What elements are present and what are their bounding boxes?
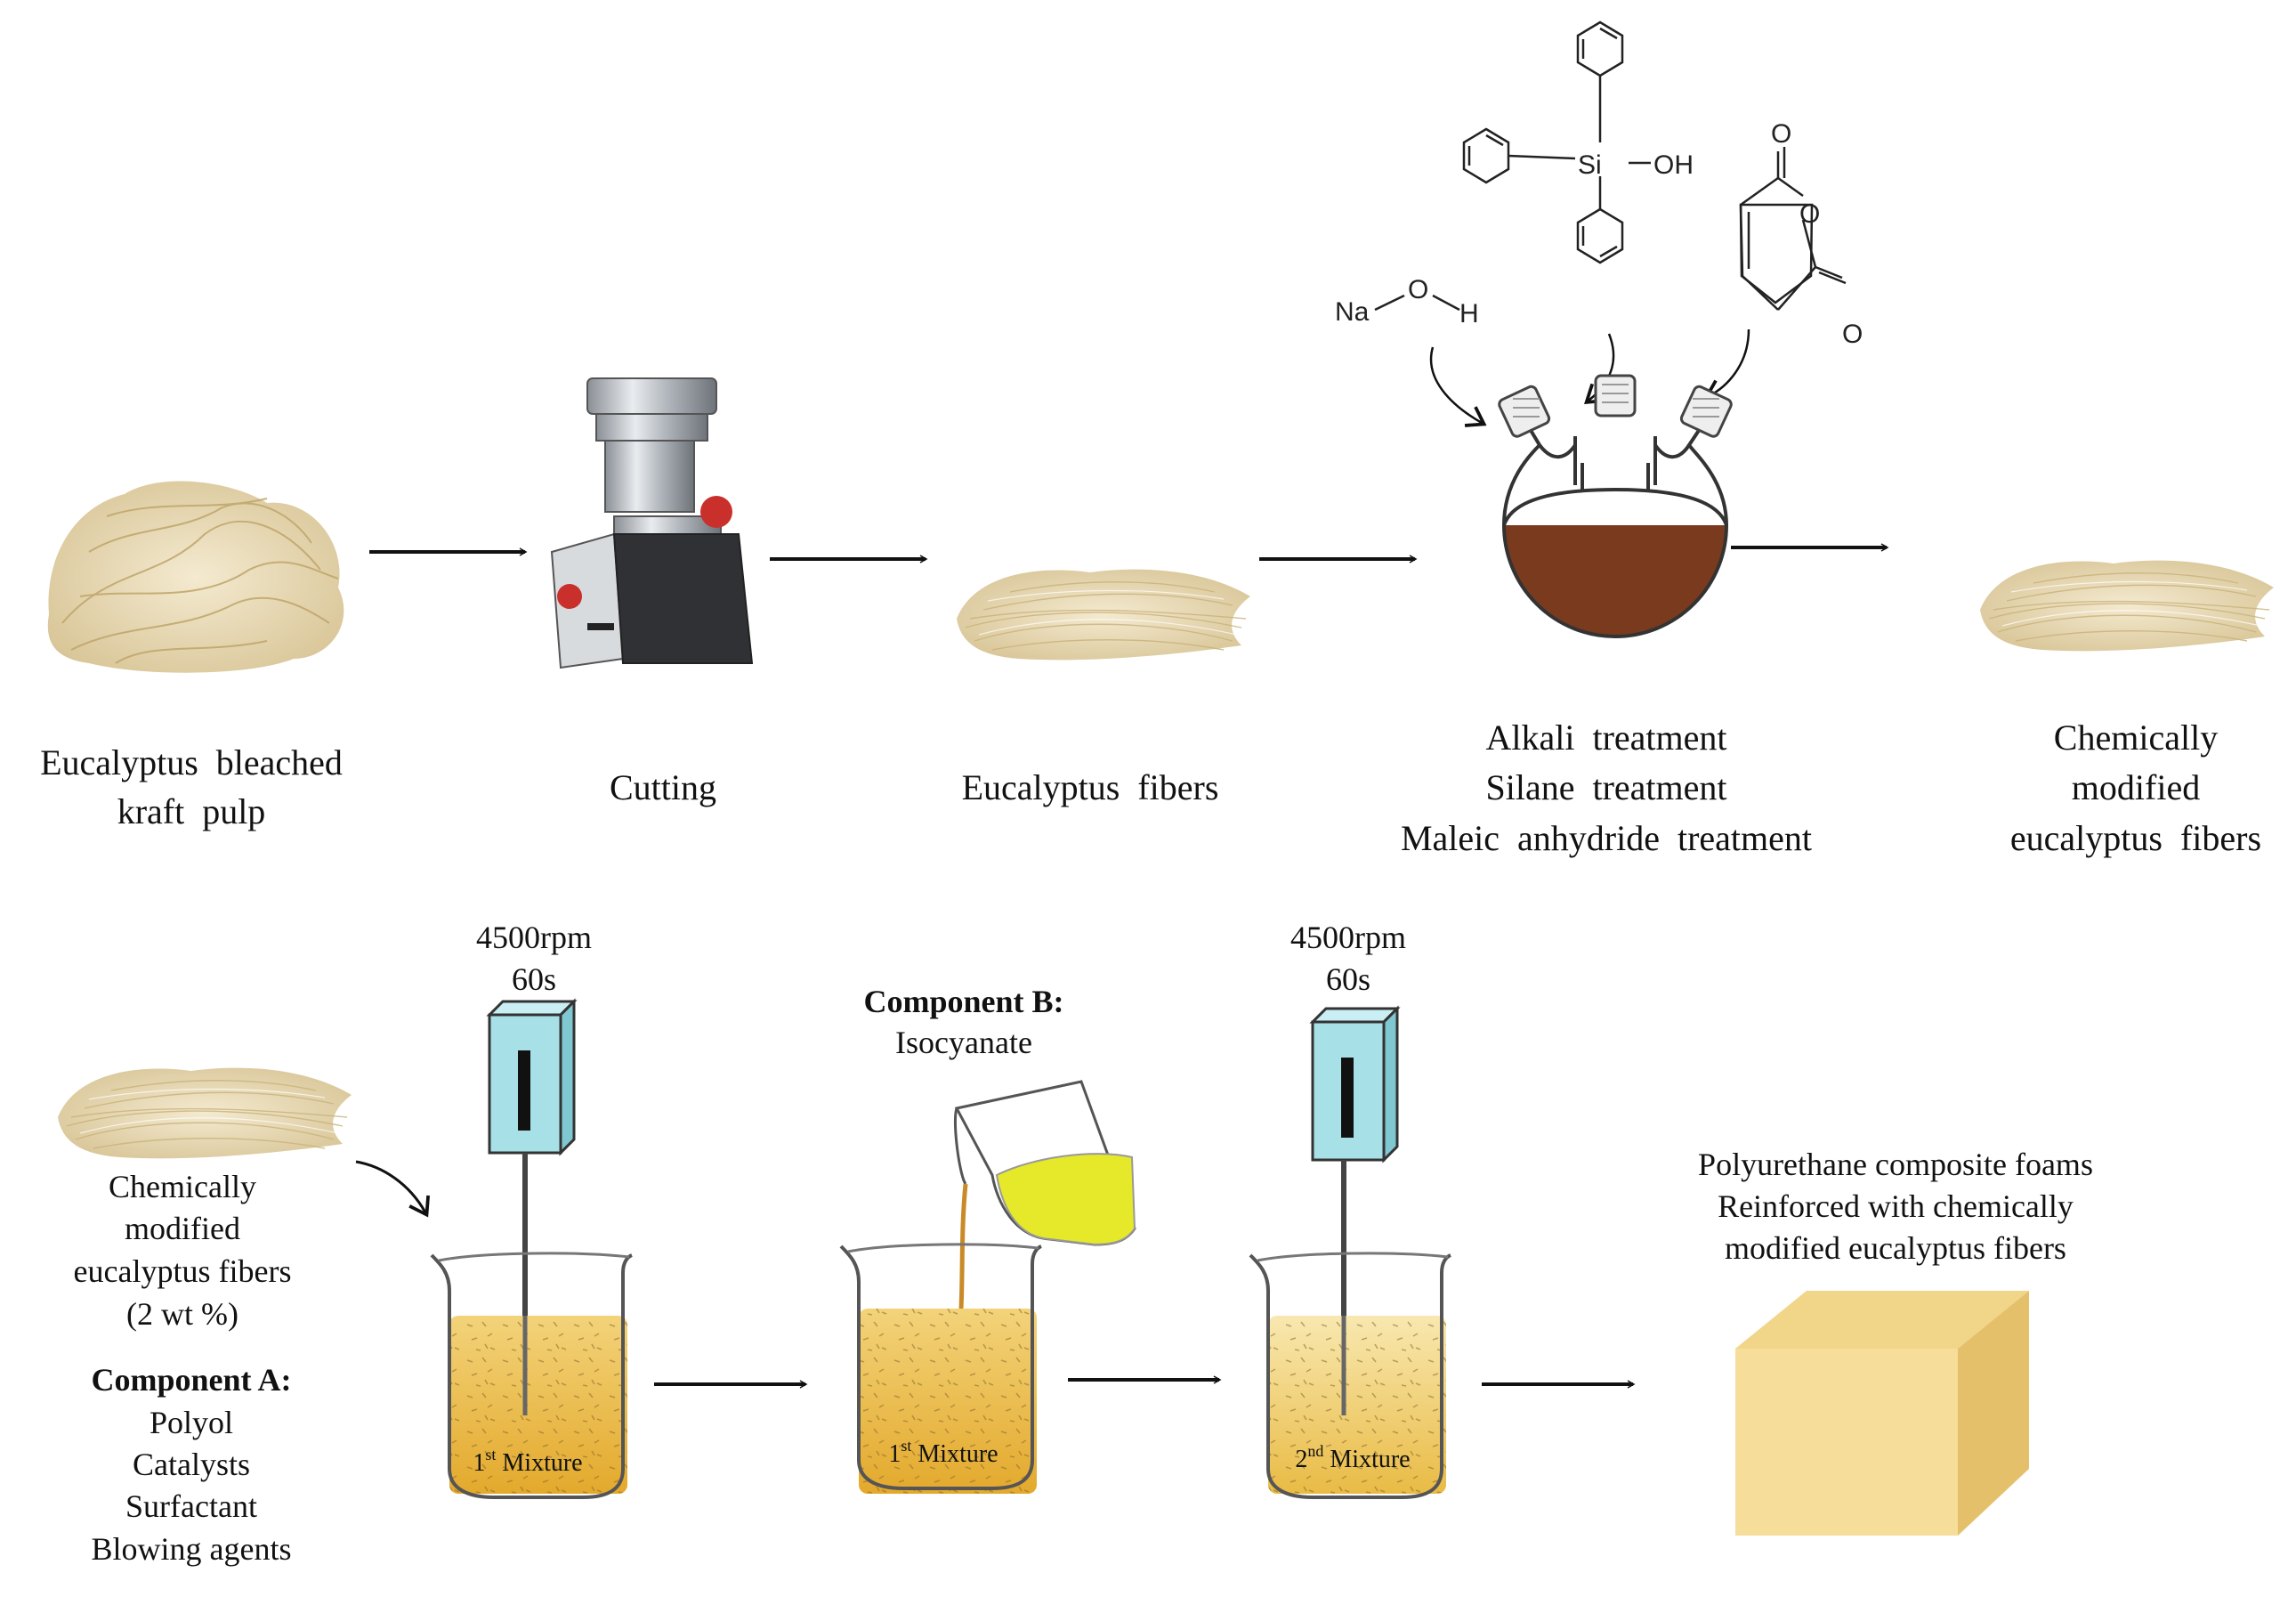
component-a-item-2: Catalysts [133,1447,250,1482]
mixer2-speed: 4500rpm [1290,920,1406,955]
beaker3-label-text: Mixture [1323,1446,1410,1473]
maleic-o-top: O [1771,119,1791,149]
arrow-maleic-to-flask [1703,328,1750,401]
beaker3-label-num: 2 [1295,1446,1307,1473]
beaker3-label-sup: nd [1307,1442,1323,1460]
product-label-line1: Polyurethane composite foams [1698,1147,2093,1182]
step-label-fibers: Eucalyptus fibers [962,767,1219,807]
beaker2-label-num: 1 [888,1440,901,1468]
eucalyptus-pulp-image [47,481,344,673]
triphenylsilanol-structure [1462,20,1651,264]
beaker1-label-num: 1 [473,1449,485,1477]
beaker2-label-text: Mixture [911,1440,998,1468]
eucalyptus-fibers-image [956,568,1251,661]
step-label-modified-line1: Chemically [2054,717,2218,758]
step-label-pulp-line2: kraft pulp [117,791,266,831]
foam-block-image [1735,1291,2029,1536]
silane-si: Si [1578,150,1602,180]
beaker2-label: 1st Mixture [888,1437,998,1468]
beaker1-label-text: Mixture [496,1449,582,1477]
naoh-structure: Na O H [1335,275,1479,328]
naoh-na: Na [1335,297,1370,327]
step-label-cutting: Cutting [610,767,716,807]
product-label-line3: modified eucalyptus fibers [1725,1230,2066,1266]
beaker3-image [1249,1251,1452,1499]
mixer1-speed: 4500rpm [476,920,592,955]
mixer2-time: 60s [1326,961,1370,997]
treatment-label-alkali: Alkali treatment [1485,717,1726,758]
grinder-image [550,377,754,669]
maleic-anhydride-structure [1739,147,1847,311]
step-label-pulp-line1: Eucalyptus bleached [40,742,343,782]
beaker1-label: 1st Mixture [473,1446,582,1477]
beaker1-image [430,1251,634,1499]
component-a-item-4: Blowing agents [92,1531,292,1567]
input-fibers-line4: (2 wt %) [126,1296,238,1332]
pouring-cup-image [953,1080,1136,1309]
treatment-label-silane: Silane treatment [1485,767,1726,807]
arrow-fibers-into-beaker [355,1160,430,1218]
input-fibers-line3: eucalyptus fibers [74,1253,292,1289]
component-b-item: Isocyanate [895,1025,1032,1060]
step-label-modified-line3: eucalyptus fibers [2010,818,2261,858]
naoh-o: O [1408,275,1428,304]
modified-fibers-image [1979,559,2275,653]
input-fibers-line1: Chemically [109,1169,256,1204]
input-fibers-image [57,1066,352,1160]
component-b-title: Component B: [863,984,1063,1019]
mixer1-time: 60s [512,961,556,997]
step-label-modified-line2: modified [2072,767,2200,807]
arrow-naoh-to-flask [1429,346,1487,427]
maleic-o-bottom: O [1842,320,1863,349]
silane-oh: OH [1653,150,1694,180]
three-neck-flask-image [1498,374,1733,638]
component-a-item-3: Surfactant [125,1488,257,1524]
input-fibers-line2: modified [125,1211,240,1246]
component-a-item-1: Polyol [150,1405,233,1440]
component-a-title: Component A: [91,1362,291,1398]
treatment-label-maleic: Maleic anhydride treatment [1401,818,1812,858]
beaker1-label-sup: st [485,1446,496,1463]
beaker3-label: 2nd Mixture [1295,1442,1410,1473]
beaker2-label-sup: st [901,1437,911,1455]
beaker2-image [839,1242,1043,1494]
maleic-o-ring: O [1799,199,1820,229]
product-label-line2: Reinforced with chemically [1718,1188,2074,1224]
naoh-h: H [1459,299,1479,328]
mixer1-image [486,998,578,1418]
